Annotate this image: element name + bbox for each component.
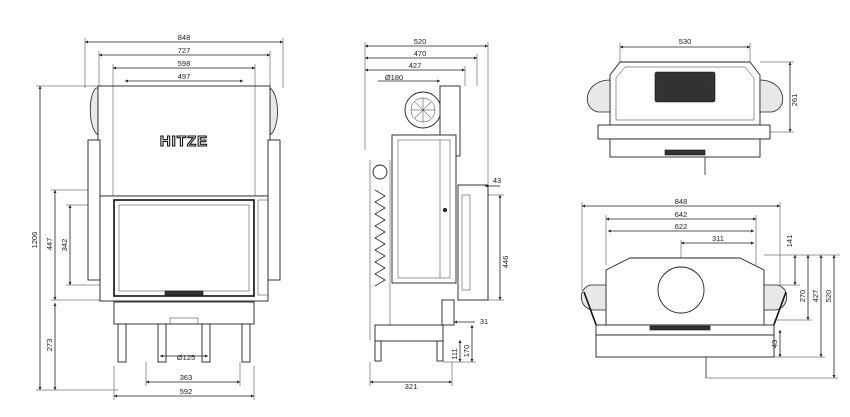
- top-front-frame: [597, 124, 771, 140]
- side-flue-damper: [411, 98, 435, 122]
- side-view: 520 470 427 Ø180: [364, 37, 510, 391]
- side-dim-520: 520: [414, 37, 427, 46]
- front-glass-door: [113, 199, 255, 297]
- top-handle: [664, 149, 706, 156]
- bottom-dim-141: 141: [785, 235, 794, 248]
- top-flue-grille: [654, 71, 716, 103]
- bottom-dim-270: 270: [798, 290, 807, 303]
- side-body-inner: [397, 139, 451, 279]
- bottom-air-control: [649, 325, 711, 331]
- side-dim-31: 31: [480, 317, 488, 326]
- front-top-dimensions: [84, 38, 284, 88]
- top-dim-261: 261: [790, 94, 799, 107]
- front-bottom-dimensions: [113, 354, 255, 400]
- front-air-inlet: [169, 317, 199, 325]
- front-right-panel: [267, 139, 281, 281]
- front-leg-mid-right: [201, 323, 211, 363]
- front-dim-1206: 1206: [30, 232, 39, 249]
- side-dim-427: 427: [409, 61, 422, 70]
- bottom-right-dimensions: [706, 254, 840, 379]
- top-door-profile: [609, 138, 761, 158]
- side-door-glass: [461, 194, 471, 291]
- bottom-dim-520: 520: [824, 290, 833, 303]
- bottom-dim-642: 642: [675, 210, 688, 219]
- front-dim-273: 273: [45, 339, 54, 352]
- front-firebox-frame: [99, 195, 269, 302]
- side-convection-fins: [374, 189, 386, 287]
- side-dim-dia-180: Ø180: [385, 73, 403, 82]
- bottom-door-profile: [595, 334, 775, 358]
- front-dim-592: 592: [180, 387, 193, 396]
- top-view: 530 261: [586, 37, 799, 175]
- front-leg-left: [117, 323, 127, 363]
- front-dim-dia-125: Ø125: [177, 353, 195, 362]
- front-left-roller: [89, 87, 99, 136]
- top-right-roller: [759, 79, 784, 113]
- bottom-dim-43: 43: [770, 340, 779, 348]
- top-grille-slots: [660, 77, 710, 97]
- side-fin-guides: [369, 160, 391, 340]
- front-air-control: [164, 290, 204, 296]
- bottom-flue-opening: [657, 266, 705, 314]
- side-dim-170: 170: [462, 345, 471, 358]
- side-right-dimensions: [369, 184, 504, 386]
- front-dim-447: 447: [45, 238, 54, 251]
- side-dim-43: 43: [493, 176, 501, 185]
- side-dim-446: 446: [501, 256, 510, 269]
- side-dim-470: 470: [414, 49, 427, 58]
- brand-logo: HITZE: [160, 133, 208, 150]
- front-leg-mid-left: [157, 323, 167, 363]
- side-handle: [442, 207, 448, 213]
- side-leg-back: [436, 340, 444, 362]
- front-base-stand: [113, 301, 255, 325]
- front-left-dimensions: [36, 85, 118, 391]
- bottom-dim-622: 622: [675, 222, 688, 231]
- side-door-projection: [457, 184, 489, 301]
- front-left-panel: [87, 139, 101, 281]
- top-dim-530: 530: [679, 37, 692, 46]
- side-dim-111: 111: [450, 348, 459, 359]
- bottom-left-roller: [581, 284, 607, 311]
- front-door-hinge: [257, 199, 269, 296]
- front-view: 848 727 598 497 1206 447 342 273 HITZE: [30, 33, 284, 400]
- bottom-view: 848 642 622 311 141 270 427 520 43: [581, 197, 840, 379]
- top-left-roller: [586, 79, 611, 113]
- front-right-roller: [269, 87, 278, 136]
- side-rear-bracket: [441, 299, 455, 326]
- front-dim-363: 363: [180, 373, 193, 382]
- side-dim-321: 321: [405, 382, 418, 391]
- front-dim-342: 342: [60, 239, 69, 252]
- bottom-dim-427: 427: [811, 290, 820, 303]
- front-dim-598: 598: [178, 59, 191, 68]
- side-leg-front: [374, 340, 382, 362]
- bottom-dim-311: 311: [712, 234, 724, 243]
- bottom-dim-848: 848: [675, 197, 688, 206]
- side-air-port: [372, 164, 388, 180]
- front-dim-497: 497: [178, 72, 191, 81]
- front-dim-848: 848: [178, 33, 191, 42]
- top-inner-outline: [615, 66, 755, 121]
- front-leg-right: [241, 323, 251, 363]
- side-top-dimensions: [364, 42, 489, 300]
- front-hood: [97, 85, 271, 197]
- bottom-side-brackets: [583, 291, 787, 331]
- front-dim-727: 727: [178, 46, 191, 55]
- side-base: [374, 324, 444, 342]
